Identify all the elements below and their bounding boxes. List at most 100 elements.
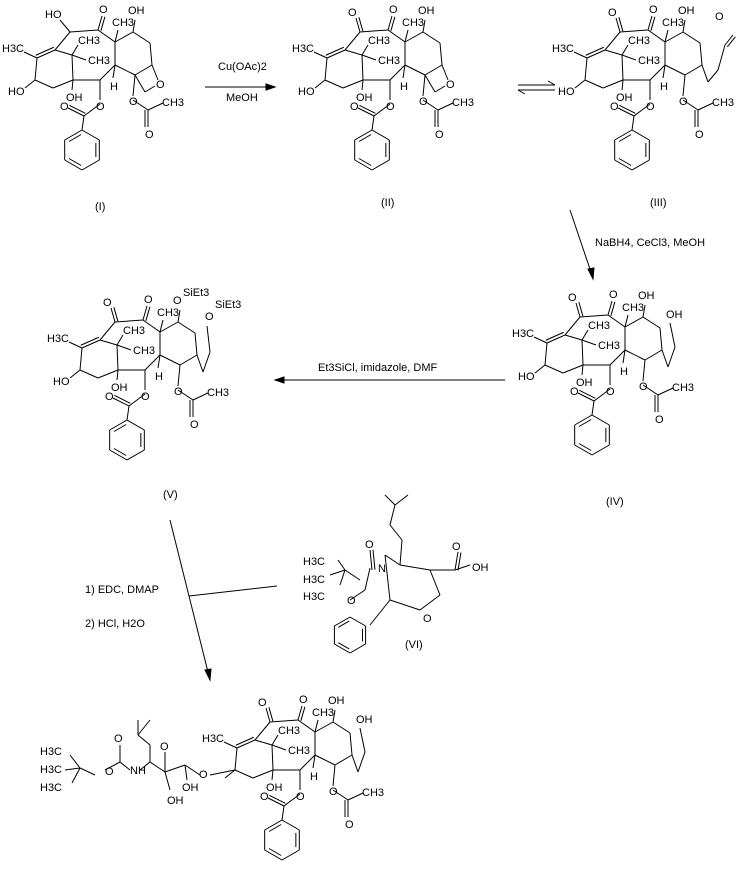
bond [726, 36, 736, 48]
bond [434, 85, 446, 93]
bond [314, 79, 326, 89]
bond [271, 744, 274, 771]
bond [347, 792, 364, 801]
bond [142, 319, 161, 333]
bond [581, 329, 589, 341]
bond [267, 797, 285, 807]
bond [79, 369, 99, 379]
bond [67, 107, 85, 117]
bond [369, 549, 373, 571]
bond [297, 705, 303, 721]
compound-label-II: (II) [381, 197, 395, 209]
bond [34, 57, 38, 81]
bond [574, 414, 593, 426]
atom-label-ch3: CH3 [378, 55, 400, 67]
bond [371, 129, 390, 141]
bond [591, 400, 595, 416]
bond [264, 819, 283, 831]
bond [119, 761, 131, 771]
atom-label-ch3: CH3 [368, 35, 390, 47]
bond [177, 321, 196, 334]
atom-label-ho: HO [8, 86, 25, 98]
atom-label-o: O [96, 101, 105, 113]
atom-label-oh: OH [576, 377, 593, 389]
bond [81, 339, 101, 349]
bond [649, 64, 666, 81]
bond [109, 419, 128, 431]
bond [104, 761, 121, 771]
bond [71, 54, 87, 61]
bond [619, 29, 649, 33]
bond [147, 102, 164, 111]
bond [578, 302, 584, 317]
bond [334, 616, 351, 627]
atom-label-o: O [452, 541, 461, 553]
atom-label-oh: OH [182, 782, 199, 794]
atom-label-ch3: CH3 [712, 97, 734, 109]
bond [332, 721, 351, 734]
bond [132, 31, 151, 44]
bond [602, 79, 624, 89]
bond [399, 539, 403, 566]
bond [642, 304, 646, 318]
bond [339, 569, 346, 586]
atom-label-n: N [378, 563, 386, 575]
atom-label-h: H [310, 771, 318, 783]
bond [578, 419, 592, 427]
bond [116, 369, 119, 381]
bond [707, 69, 719, 83]
atom-label-ch3: CH3 [157, 307, 179, 319]
bond [269, 719, 299, 723]
bond [614, 129, 633, 141]
bond [329, 569, 346, 576]
atom-label-ch3: CH3 [278, 725, 300, 737]
bond [422, 74, 426, 97]
bond [573, 51, 588, 59]
bond [68, 158, 82, 166]
bond [361, 54, 364, 81]
atom-label-h: H [155, 371, 163, 383]
bond [338, 620, 350, 628]
bond [79, 767, 96, 776]
equilibrium-arrowhead [547, 80, 556, 86]
bond [283, 793, 301, 807]
bond [71, 44, 79, 56]
compound-label-VI: (VI) [405, 639, 423, 651]
atom-label-o: O [386, 101, 395, 113]
atom-label-o: O [105, 766, 114, 778]
bond [371, 115, 375, 131]
bond [631, 129, 650, 141]
bond [682, 99, 699, 111]
bond [457, 552, 462, 571]
bond [361, 54, 377, 61]
bond [54, 49, 73, 56]
atom-label-o: O [419, 96, 428, 108]
bond [149, 761, 166, 773]
bond [268, 824, 282, 832]
atom-label-o: O [160, 741, 169, 753]
bond [647, 29, 666, 43]
bond [579, 389, 596, 399]
atom-label-oh: OH [418, 5, 435, 17]
bond [114, 319, 144, 323]
atom-label-oh: OH [356, 714, 373, 726]
bond [145, 306, 151, 321]
bond [389, 504, 396, 526]
bond [326, 49, 346, 59]
atom-label-ch3: CH3 [312, 707, 334, 719]
bond [581, 339, 584, 366]
atom-label-ch3: CH3 [622, 302, 644, 314]
atom-label-o: O [608, 7, 617, 19]
bond [354, 129, 373, 141]
bond [574, 444, 593, 456]
bond [132, 19, 136, 33]
atom-label-h3c: H3C [2, 43, 24, 55]
atom-label-o: O [609, 289, 618, 301]
atom-label-o: O [260, 791, 269, 803]
atom-label-oh: OH [472, 562, 489, 574]
